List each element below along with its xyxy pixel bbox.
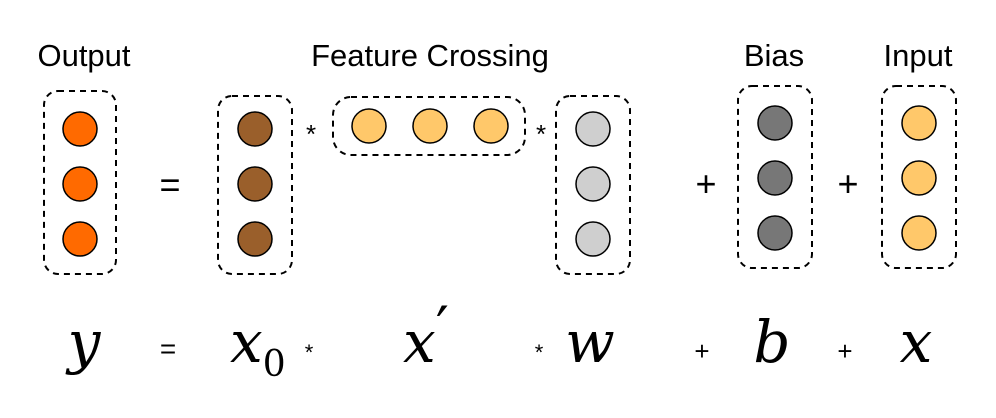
input-node	[901, 215, 937, 251]
formula-plus: +	[694, 336, 709, 366]
equals-sign: =	[159, 164, 180, 205]
bias-vector	[737, 85, 813, 269]
bias-label: Bias	[744, 38, 804, 73]
feature-node	[473, 108, 509, 144]
output-vector-box	[43, 90, 117, 275]
formula: y = x0 * x′ * w + b + x	[65, 294, 933, 385]
weight-vector	[555, 95, 631, 275]
bias-vector-box	[737, 85, 813, 269]
times-sign: *	[536, 119, 546, 149]
input-vector	[881, 85, 957, 269]
input-node	[901, 105, 937, 141]
plus-sign: +	[837, 163, 858, 204]
feature-crossing-label: Feature Crossing	[311, 38, 549, 73]
output-vector	[43, 90, 117, 275]
weight-vector-box	[555, 95, 631, 275]
formula-equals: =	[160, 333, 176, 364]
bias-node	[757, 215, 793, 251]
output-label: Output	[37, 38, 130, 73]
formula-x-prime: x′	[403, 294, 449, 376]
feature-vector	[332, 96, 526, 156]
input-vector-box	[881, 85, 957, 269]
times-sign: *	[306, 119, 316, 149]
formula-b: b	[753, 308, 790, 376]
weight-node	[575, 111, 611, 147]
x0-vector-box	[217, 95, 293, 275]
formula-w: w	[565, 308, 615, 376]
formula-y: y	[65, 308, 102, 376]
bias-node	[757, 105, 793, 141]
weight-node	[575, 166, 611, 202]
input-node	[901, 160, 937, 196]
x0-node	[237, 166, 273, 202]
feature-node	[412, 108, 448, 144]
weight-node	[575, 221, 611, 257]
feature-vector-box	[332, 96, 526, 156]
output-node	[62, 221, 98, 257]
input-label: Input	[884, 38, 953, 73]
formula-x-input: x	[900, 308, 933, 376]
output-node	[62, 166, 98, 202]
formula-plus: +	[837, 336, 852, 366]
x0-node	[237, 221, 273, 257]
x0-node	[237, 111, 273, 147]
plus-sign: +	[695, 163, 716, 204]
formula-times: *	[535, 340, 544, 365]
formula-times: *	[305, 340, 314, 365]
output-node	[62, 111, 98, 147]
formula-x0: x0	[230, 308, 286, 385]
bias-node	[757, 160, 793, 196]
x0-vector	[217, 95, 293, 275]
feature-node	[351, 108, 387, 144]
